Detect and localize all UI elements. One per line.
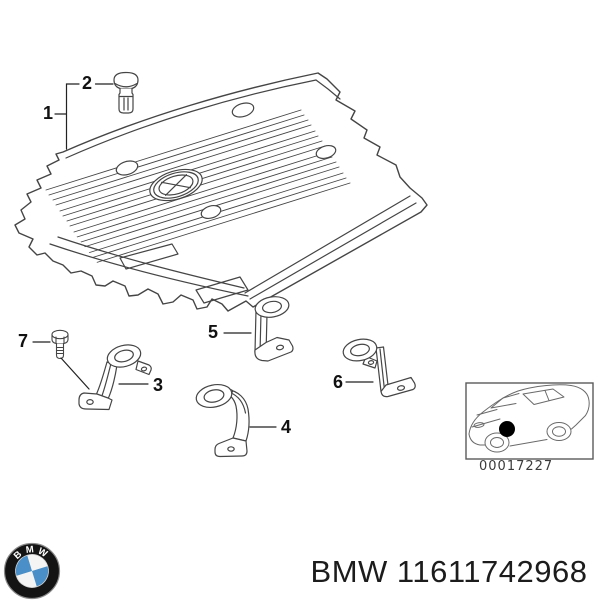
bracket-3-drawing <box>78 344 152 411</box>
svg-text:M: M <box>25 544 34 556</box>
hood-location-dot <box>499 421 515 437</box>
part-number-caption: BMW 11611742968 <box>310 554 588 589</box>
cover-plug-drawing <box>113 71 139 114</box>
image-code: 00017227 <box>479 459 554 474</box>
vehicle-thumbnail-car <box>468 384 590 453</box>
callout-label-5: 5 <box>207 322 219 342</box>
callout-label-4: 4 <box>280 417 292 437</box>
callout-label-6: 6 <box>332 372 344 392</box>
callout-label-1: 1 <box>42 103 54 123</box>
cover-roundel-emblem <box>149 168 203 202</box>
callout-label-3: 3 <box>152 375 164 395</box>
callout-label-7: 7 <box>17 331 29 351</box>
cover-bolt-recesses <box>115 102 337 220</box>
bracket-6-drawing <box>342 338 416 398</box>
callout-label-2: 2 <box>81 73 93 93</box>
cover-ribs <box>45 109 351 264</box>
engine-cover-drawing <box>14 72 428 312</box>
bracket-4-drawing <box>195 384 250 458</box>
bmw-logo: B M W <box>3 542 61 600</box>
vehicle-thumbnail-box <box>465 382 594 460</box>
bolt-drawing <box>51 329 69 360</box>
callout-leader-lines <box>32 83 374 428</box>
bracket-5-drawing <box>254 296 294 362</box>
